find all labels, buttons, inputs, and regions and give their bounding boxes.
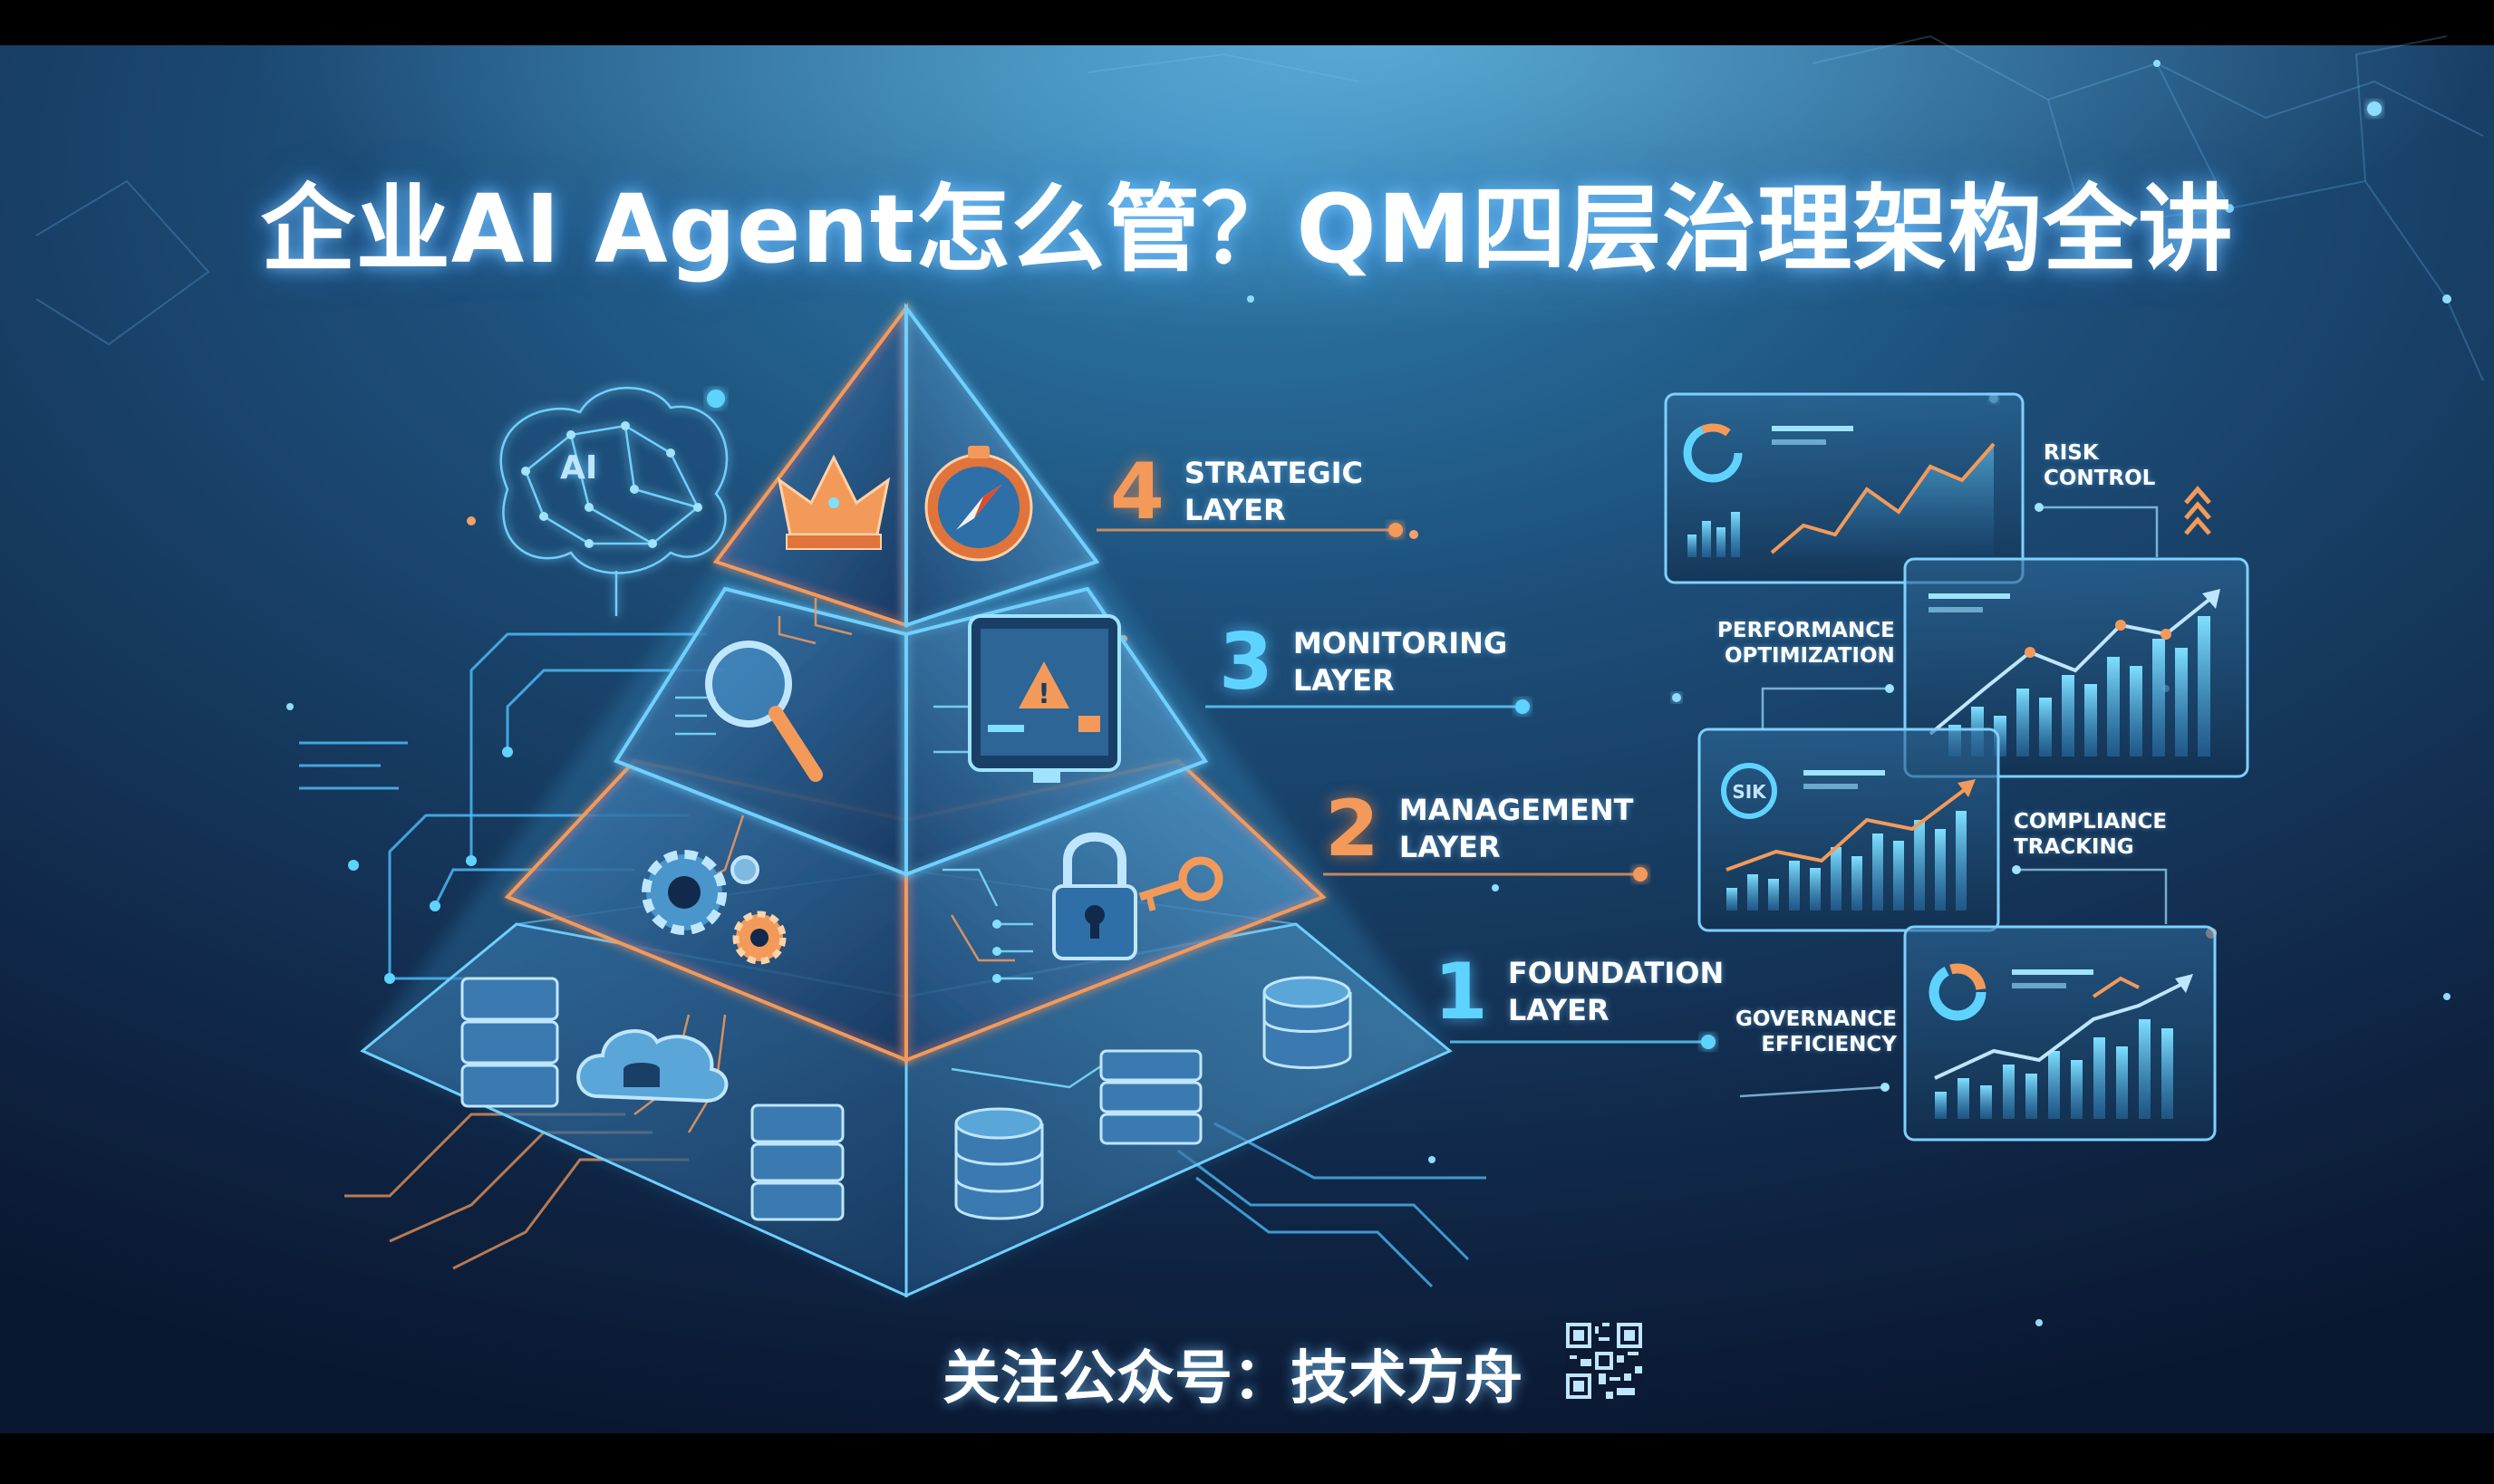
padlock-icon <box>1052 832 1137 960</box>
footer-follow-text: 关注公众号：技术方舟 <box>942 1345 1522 1412</box>
compass-icon <box>924 446 1033 562</box>
connector-endpoints <box>1388 523 1716 1049</box>
tag-line1: RISK <box>2044 441 2099 465</box>
qr-code-icon[interactable] <box>1566 1323 1642 1399</box>
tag-line2: CONTROL <box>2044 467 2156 490</box>
brain-nodes <box>521 421 702 548</box>
layer-line1: FOUNDATION <box>1507 956 1725 990</box>
layer-line1: MONITORING <box>1292 626 1508 660</box>
dashboard-panel-1 <box>1664 392 2025 584</box>
layer-line2: LAYER <box>1292 663 1395 698</box>
page-title: 企业AI Agent怎么管？QM四层治理架构全讲 <box>260 174 2234 284</box>
layer-number: 2 <box>1325 784 1379 874</box>
tag-line2: OPTIMIZATION <box>1724 644 1895 668</box>
brain-ai-icon <box>499 386 729 616</box>
layer-line1: MANAGEMENT <box>1398 793 1634 827</box>
layer-line2: LAYER <box>1398 830 1501 864</box>
layer-number: 4 <box>1110 447 1165 537</box>
panel-connectors <box>1739 506 2168 1098</box>
cloud-database-icon <box>576 1029 729 1103</box>
crown-icon <box>777 454 891 550</box>
server-icon <box>460 977 1203 1221</box>
layer-number: 3 <box>1219 617 1273 708</box>
panel-badge-text: SIK <box>1732 781 1767 803</box>
magnifier-icon <box>705 641 823 782</box>
database-icon <box>954 976 1352 1220</box>
layer-connectors <box>1097 528 1708 1044</box>
circuit-nodes-left <box>348 747 513 984</box>
brain-ai-label: AI <box>560 449 598 487</box>
tag-line1: GOVERNANCE <box>1735 1007 1897 1031</box>
monitor-alert-icon: ! <box>968 614 1121 783</box>
key-icon <box>1138 856 1223 911</box>
tag-line2: TRACKING <box>2014 835 2134 859</box>
tag-line1: PERFORMANCE <box>1717 619 1895 642</box>
layer-number: 1 <box>1434 947 1488 1037</box>
dashboard-panel-4 <box>1903 925 2217 1142</box>
layer-line2: LAYER <box>1507 993 1610 1027</box>
tag-line1: COMPLIANCE <box>2014 810 2168 834</box>
gear-icon <box>642 850 787 965</box>
layer-line2: LAYER <box>1184 493 1286 527</box>
svg-text:!: ! <box>1038 679 1050 710</box>
tag-line2: EFFICIENCY <box>1761 1033 1897 1056</box>
panel-connector-dots <box>1880 503 2044 1092</box>
chevron-up-icon <box>2184 486 2211 535</box>
layer-line1: STRATEGIC <box>1184 456 1363 490</box>
dashboard-panel-3: SIK <box>1697 728 2000 932</box>
network-lines <box>35 34 2484 381</box>
